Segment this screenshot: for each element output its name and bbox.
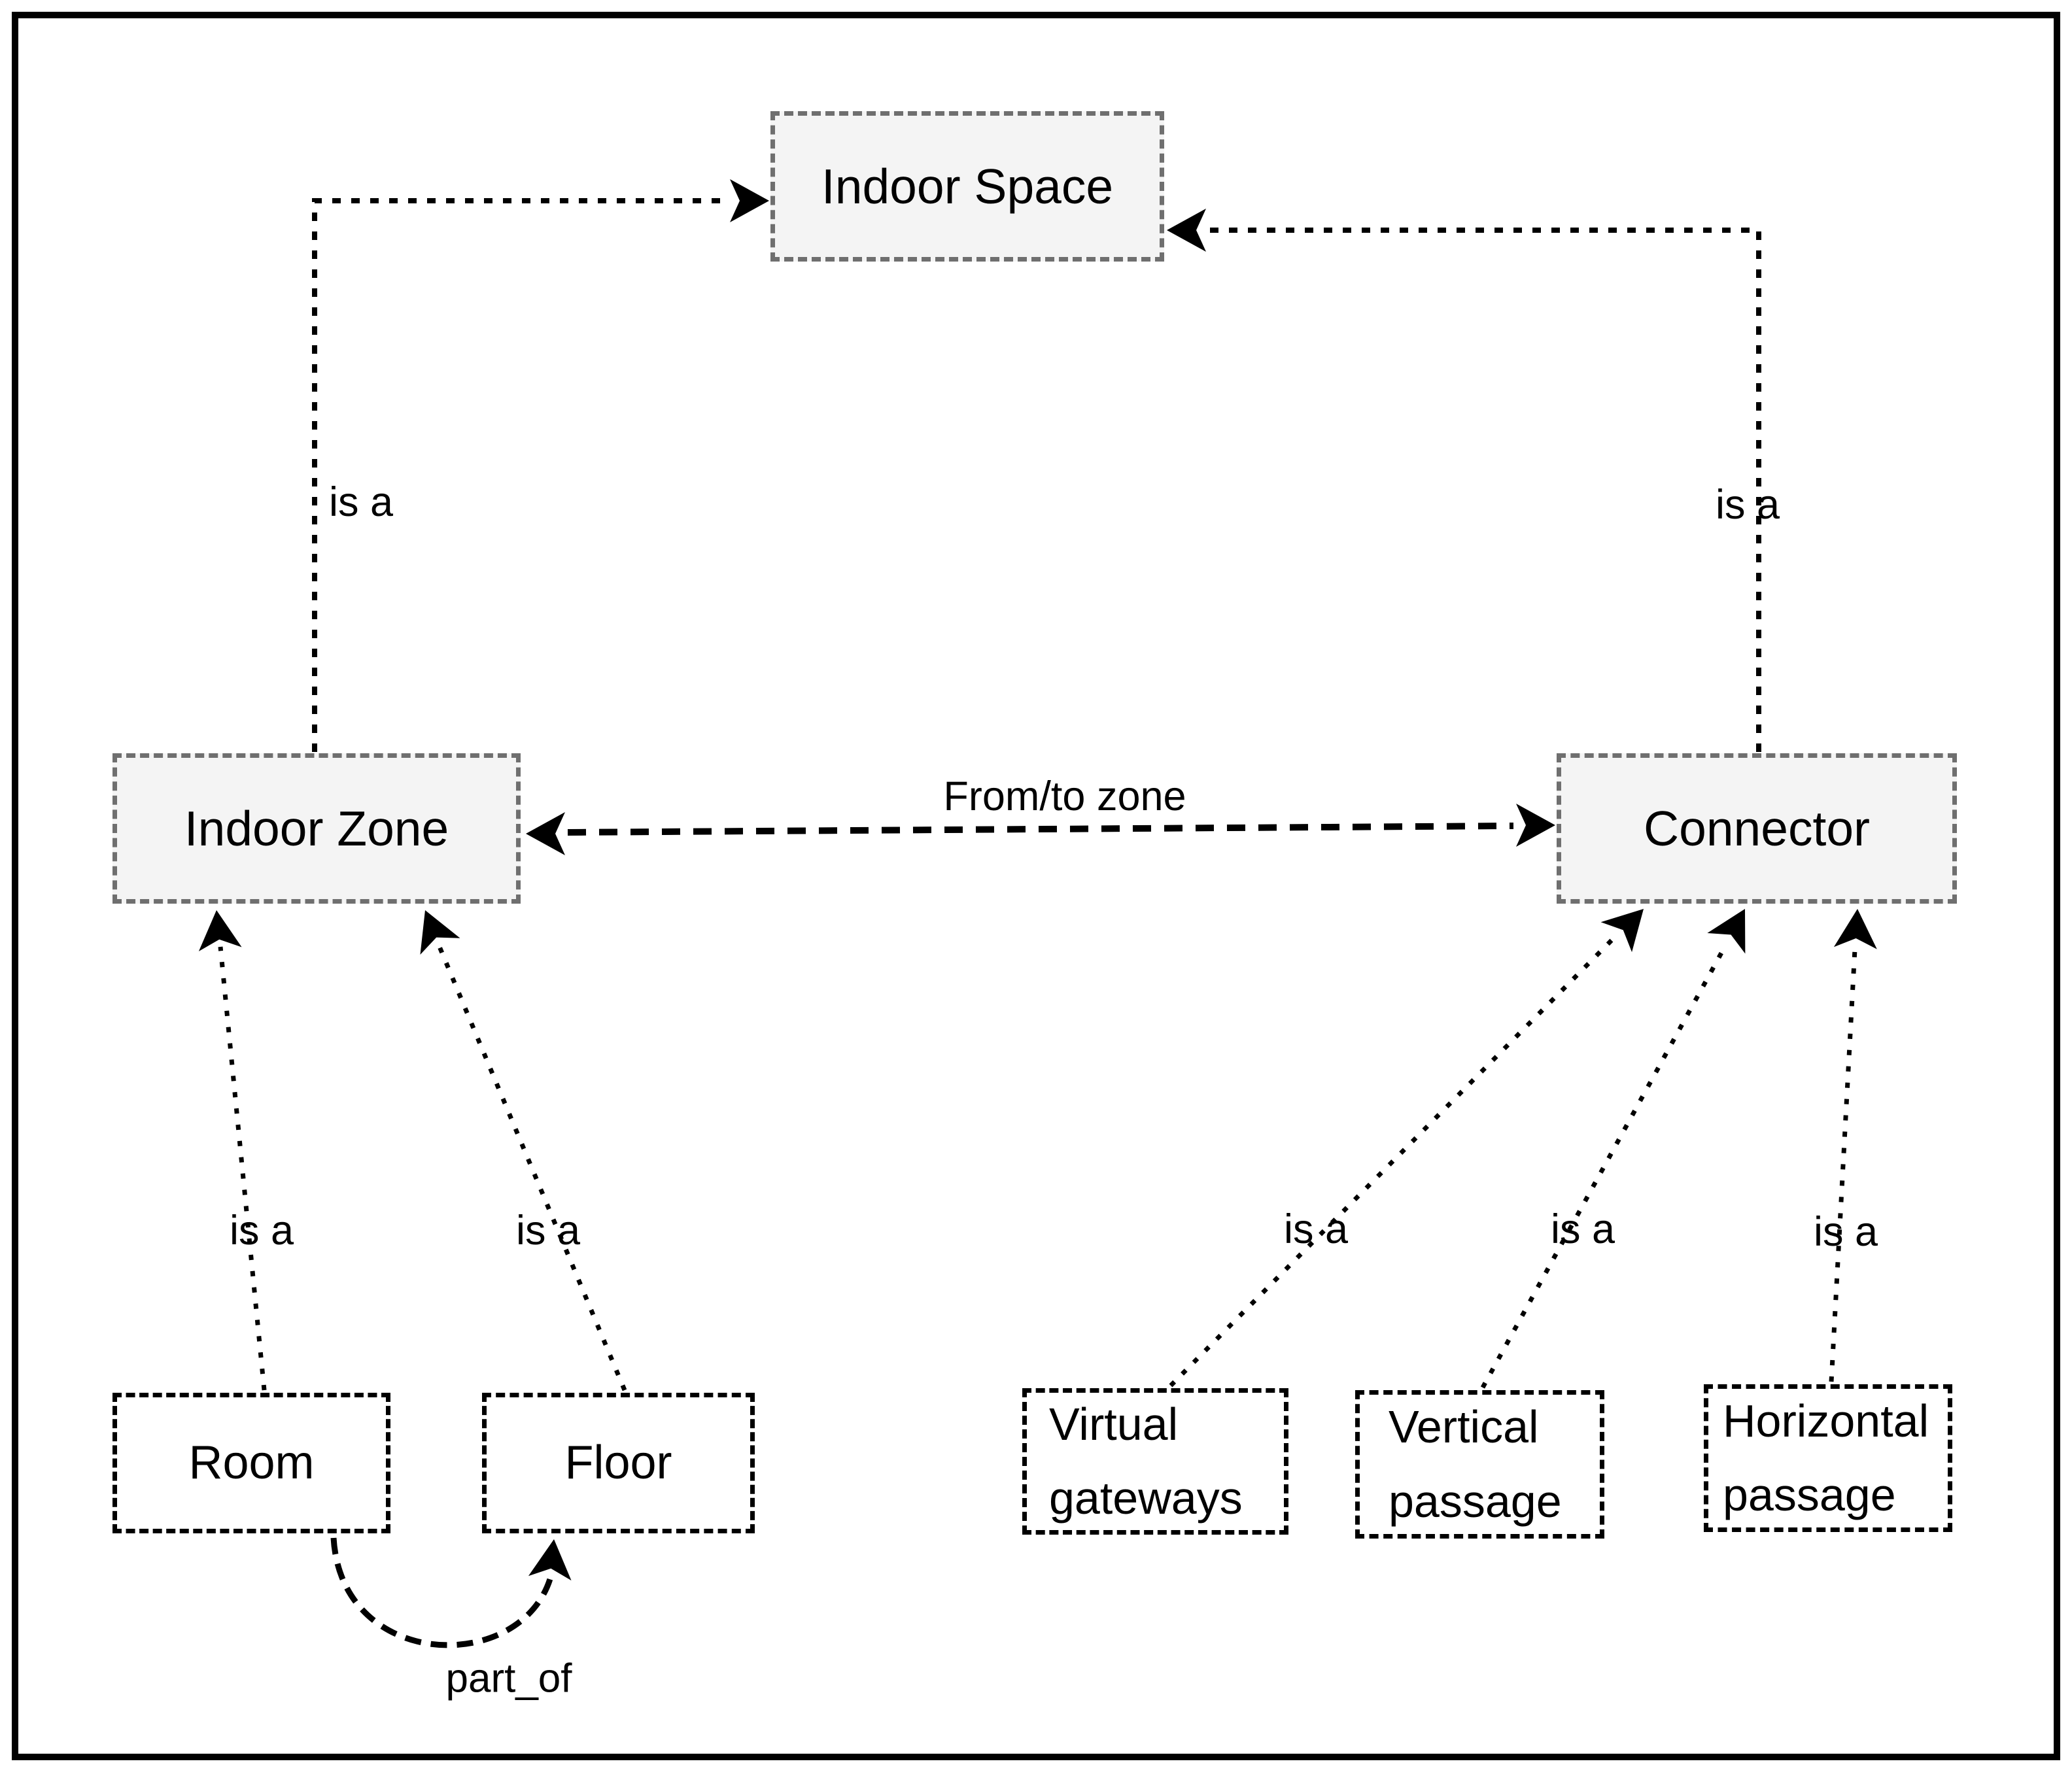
node-indoor-space: Indoor Space <box>770 111 1164 262</box>
arrowhead-room-to-zone <box>198 910 242 951</box>
node-room-label: Room <box>188 1437 315 1490</box>
arrowhead-from-to-left <box>526 812 565 855</box>
arrowhead-into-indoor-space-right <box>1167 209 1206 252</box>
node-virtual-gateways: Virtual gateways <box>1022 1388 1288 1535</box>
edge-label-virtual-is-a-connector: is a <box>1283 1206 1349 1252</box>
edge-zone-is-a-space <box>312 198 727 752</box>
arrowhead-from-to-right <box>1516 804 1555 847</box>
arrowhead-floor-to-zone <box>420 910 460 955</box>
edge-label-from-to-zone: From/to zone <box>943 774 1186 819</box>
edge-label-floor-is-a-zone: is a <box>515 1208 581 1253</box>
node-virtual-gateways-line1: Virtual <box>1049 1398 1179 1450</box>
arrowhead-virtual-to-connector <box>1600 909 1644 953</box>
arrowhead-into-indoor-space-left <box>730 179 769 222</box>
node-horizontal-passage-line2: passage <box>1723 1469 1896 1520</box>
node-horizontal-passage: Horizontal passage <box>1704 1384 1952 1532</box>
edge-virtual-is-a-connector <box>1169 936 1616 1388</box>
edge-label-part-of: part_of <box>445 1656 572 1701</box>
edge-from-to-zone <box>567 823 1514 836</box>
node-room: Room <box>112 1393 390 1533</box>
node-vertical-passage-line1: Vertical <box>1389 1401 1539 1453</box>
edge-label-zone-is-a-space: is a <box>328 479 394 525</box>
node-connector: Connector <box>1557 753 1957 904</box>
node-indoor-space-label: Indoor Space <box>821 158 1114 214</box>
edge-room-part-of-floor <box>330 1537 555 1648</box>
edge-label-horizontal-is-a-connector: is a <box>1813 1209 1878 1255</box>
node-virtual-gateways-line2: gateways <box>1049 1473 1243 1524</box>
arrowhead-horizontal-to-connector <box>1833 909 1877 949</box>
edge-horizontal-is-a-connector <box>1829 949 1857 1382</box>
node-indoor-zone-label: Indoor Zone <box>184 800 449 856</box>
diagram-border <box>12 12 2060 1760</box>
node-vertical-passage: Vertical passage <box>1355 1390 1604 1539</box>
edge-label-vertical-is-a-connector: is a <box>1550 1206 1615 1252</box>
arrowhead-vertical-to-connector <box>1707 909 1746 954</box>
node-floor: Floor <box>482 1393 755 1533</box>
edge-vertical-is-a-connector <box>1480 947 1727 1389</box>
node-connector-label: Connector <box>1643 800 1871 856</box>
edge-label-connector-is-a-space: is a <box>1715 482 1780 528</box>
node-horizontal-passage-line1: Horizontal <box>1723 1395 1929 1446</box>
node-indoor-zone: Indoor Zone <box>112 753 521 904</box>
node-vertical-passage-line2: passage <box>1389 1475 1562 1527</box>
arrowhead-part-of-into-floor <box>528 1539 572 1581</box>
arrowheads <box>198 179 1877 1581</box>
edge-label-room-is-a-zone: is a <box>229 1208 294 1253</box>
edge-connector-is-a-space <box>1209 228 1761 752</box>
node-floor-label: Floor <box>564 1437 672 1490</box>
